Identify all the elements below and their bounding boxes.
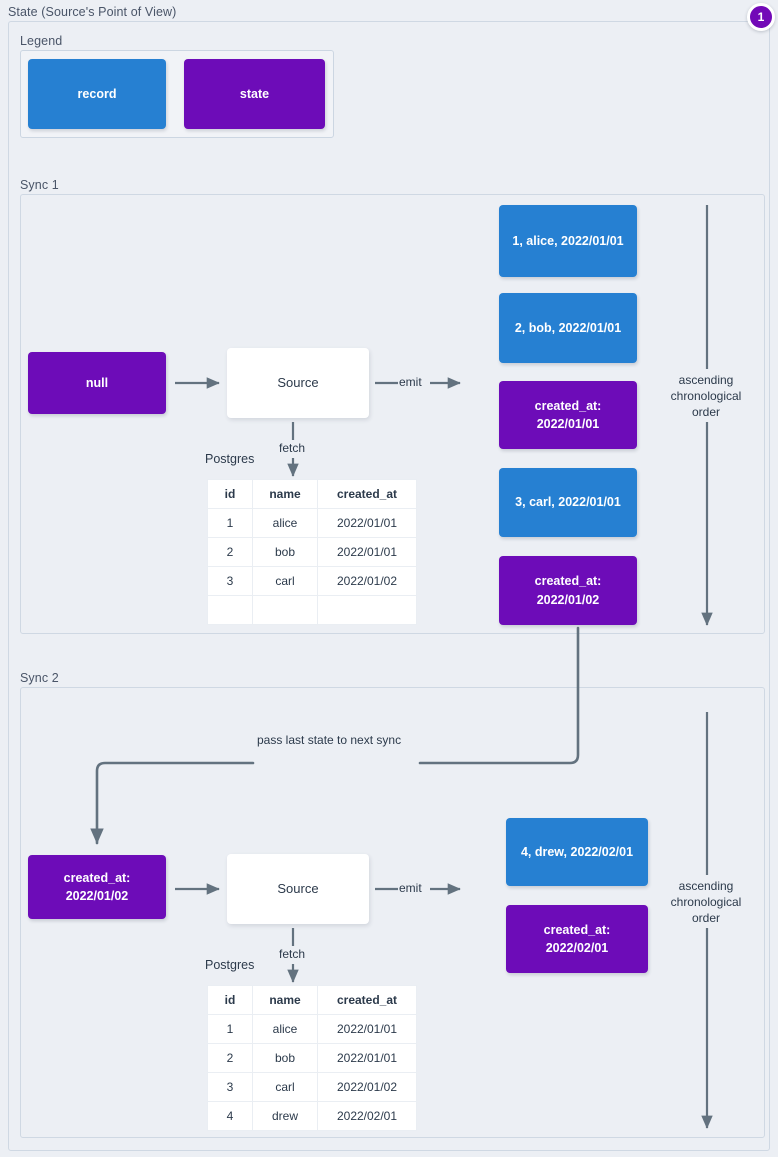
sync2-source-box: Source [227,854,369,924]
sync2-emit-label: emit [396,881,425,895]
sync1-emitted-record-2: 2, bob, 2022/01/01 [499,293,637,363]
sync2-input-state-box: created_at: 2022/01/02 [28,855,166,919]
cell-created-at: 2022/01/01 [317,1014,417,1044]
cell-id [207,595,253,625]
cell-name: drew [252,1101,318,1131]
sync1-emit-label: emit [396,375,425,389]
table-header-row: id name created_at [207,985,417,1015]
legend-title: Legend [20,34,63,48]
cell-id: 1 [207,508,253,538]
sync1-source-box: Source [227,348,369,418]
cell-name [252,595,318,625]
table-row: 1 alice 2022/01/01 [207,508,417,538]
sync2-emitted-state-1: created_at: 2022/02/01 [506,905,648,973]
column-header-created-at: created_at [317,985,417,1015]
column-header-name: name [252,985,318,1015]
sync2-title: Sync 2 [20,671,59,685]
sync1-title: Sync 1 [20,178,59,192]
table-row: 1 alice 2022/01/01 [207,1014,417,1044]
sync1-fetch-label: fetch [276,441,309,455]
column-header-id: id [207,985,253,1015]
table-row: 3 carl 2022/01/02 [207,1072,417,1102]
sync2-emitted-record-4: 4, drew, 2022/02/01 [506,818,648,886]
cell-created-at: 2022/01/01 [317,1043,417,1073]
cell-created-at: 2022/01/01 [317,537,417,567]
sync1-database-label: Postgres [205,452,255,466]
step-badge[interactable]: 1 [747,3,775,31]
sync1-emitted-state-1: created_at: 2022/01/01 [499,381,637,449]
pass-state-connector-label: pass last state to next sync [254,733,405,747]
sync1-emitted-record-3: 3, carl, 2022/01/01 [499,468,637,537]
cell-id: 3 [207,566,253,596]
table-row-empty [207,595,417,625]
sync1-postgres-table: id name created_at 1 alice 2022/01/01 2 … [207,479,417,625]
cell-name: carl [252,566,318,596]
legend-swatch-state: state [184,59,325,129]
cell-created-at: 2022/02/01 [317,1101,417,1131]
cell-id: 4 [207,1101,253,1131]
column-header-id: id [207,479,253,509]
cell-id: 2 [207,1043,253,1073]
cell-name: bob [252,537,318,567]
cell-created-at: 2022/01/01 [317,508,417,538]
column-header-created-at: created_at [317,479,417,509]
sync2-postgres-table: id name created_at 1 alice 2022/01/01 2 … [207,985,417,1131]
cell-id: 2 [207,537,253,567]
sync1-order-label: ascending chronological order [660,372,752,421]
table-header-row: id name created_at [207,479,417,509]
column-header-name: name [252,479,318,509]
table-row: 4 drew 2022/02/01 [207,1101,417,1131]
cell-created-at [317,595,417,625]
cell-name: alice [252,508,318,538]
cell-created-at: 2022/01/02 [317,1072,417,1102]
sync2-database-label: Postgres [205,958,255,972]
diagram-title: State (Source's Point of View) [8,5,177,19]
sync1-emitted-state-2: created_at: 2022/01/02 [499,556,637,625]
cell-name: alice [252,1014,318,1044]
cell-id: 1 [207,1014,253,1044]
cell-id: 3 [207,1072,253,1102]
cell-created-at: 2022/01/02 [317,566,417,596]
sync2-order-label: ascending chronological order [660,878,752,927]
table-row: 2 bob 2022/01/01 [207,537,417,567]
sync1-emitted-record-1: 1, alice, 2022/01/01 [499,205,637,277]
sync2-fetch-label: fetch [276,947,309,961]
cell-name: bob [252,1043,318,1073]
sync1-input-state-box: null [28,352,166,414]
cell-name: carl [252,1072,318,1102]
table-row: 3 carl 2022/01/02 [207,566,417,596]
table-row: 2 bob 2022/01/01 [207,1043,417,1073]
legend-swatch-record: record [28,59,166,129]
